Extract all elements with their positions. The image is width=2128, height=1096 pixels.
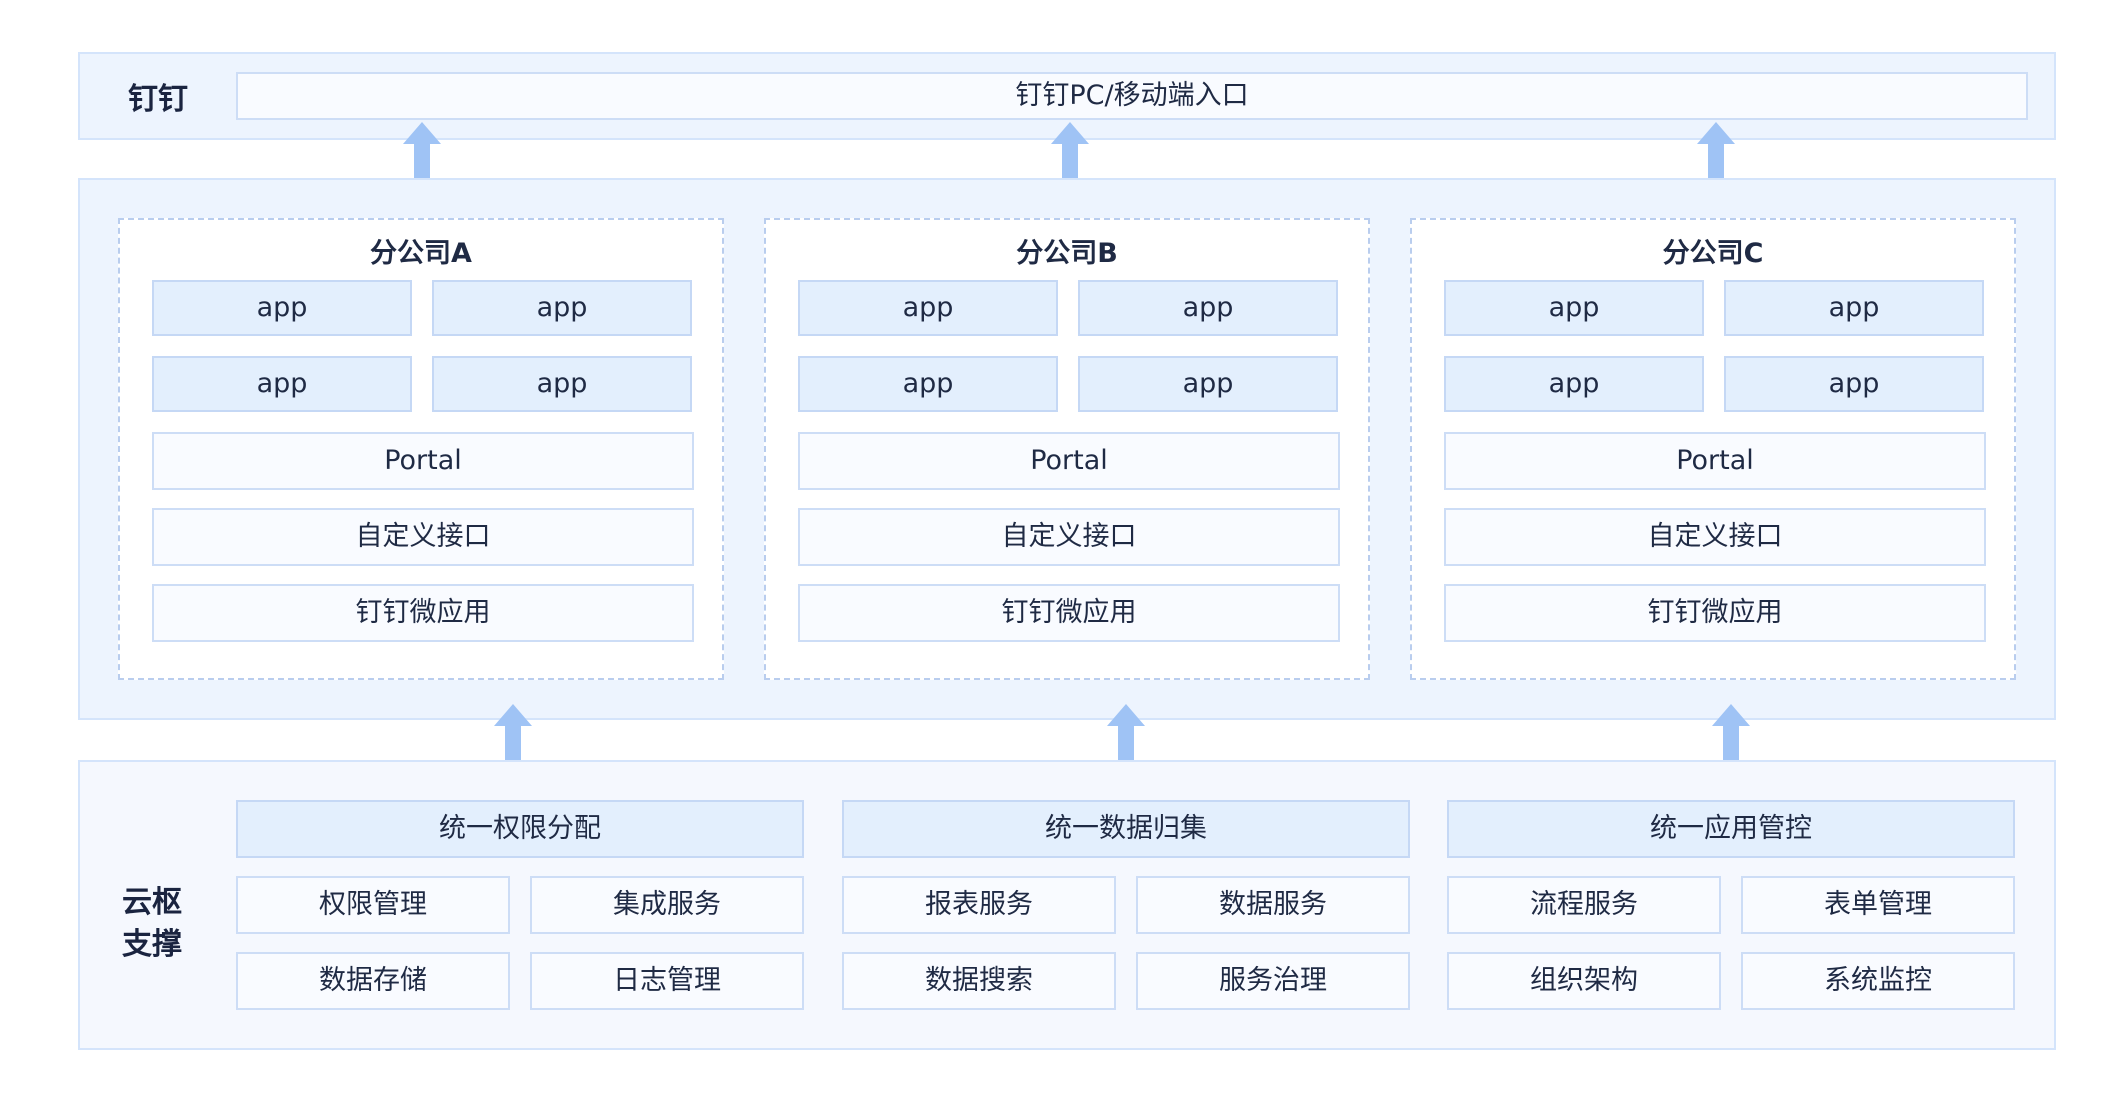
service-item: 服务治理 <box>1136 952 1410 1010</box>
dingtalk-entry-box: 钉钉PC/移动端入口 <box>236 72 2028 120</box>
micro-app-box: 钉钉微应用 <box>1444 584 1986 642</box>
micro-app-box: 钉钉微应用 <box>152 584 694 642</box>
app-box: app <box>1724 280 1984 336</box>
custom-api-box: 自定义接口 <box>1444 508 1986 566</box>
portal-box: Portal <box>152 432 694 490</box>
service-item: 数据存储 <box>236 952 510 1010</box>
service-group-title: 统一应用管控 <box>1447 800 2015 858</box>
service-item: 数据搜索 <box>842 952 1116 1010</box>
custom-api-box: 自定义接口 <box>798 508 1340 566</box>
app-box: app <box>1078 356 1338 412</box>
service-item: 系统监控 <box>1741 952 2015 1010</box>
service-item: 流程服务 <box>1447 876 1721 934</box>
branch-panel-a: 分公司A app app app app Portal 自定义接口 钉钉微应用 <box>118 218 724 680</box>
support-label-line: 云枢 <box>122 885 182 920</box>
branch-title: 分公司B <box>1016 238 1118 269</box>
app-box: app <box>432 280 692 336</box>
service-item: 数据服务 <box>1136 876 1410 934</box>
service-group-title: 统一权限分配 <box>236 800 804 858</box>
branch-title: 分公司A <box>370 238 472 269</box>
app-box: app <box>1444 356 1704 412</box>
app-box: app <box>798 280 1058 336</box>
support-label-line: 支撑 <box>122 927 182 962</box>
app-box: app <box>1078 280 1338 336</box>
service-group-permission: 统一权限分配 权限管理 集成服务 数据存储 日志管理 <box>236 800 804 1012</box>
support-label: 云枢 支撑 <box>122 882 202 966</box>
service-item: 报表服务 <box>842 876 1116 934</box>
dingtalk-label: 钉钉 <box>128 82 188 117</box>
app-box: app <box>1444 280 1704 336</box>
service-group-app-control: 统一应用管控 流程服务 表单管理 组织架构 系统监控 <box>1447 800 2015 1012</box>
app-box: app <box>1724 356 1984 412</box>
portal-box: Portal <box>798 432 1340 490</box>
app-box: app <box>432 356 692 412</box>
branch-title: 分公司C <box>1662 238 1764 269</box>
app-box: app <box>152 280 412 336</box>
branch-panel-b: 分公司B app app app app Portal 自定义接口 钉钉微应用 <box>764 218 1370 680</box>
app-box: app <box>152 356 412 412</box>
service-item: 日志管理 <box>530 952 804 1010</box>
custom-api-box: 自定义接口 <box>152 508 694 566</box>
service-group-data: 统一数据归集 报表服务 数据服务 数据搜索 服务治理 <box>842 800 1410 1012</box>
service-item: 权限管理 <box>236 876 510 934</box>
service-item: 组织架构 <box>1447 952 1721 1010</box>
service-group-title: 统一数据归集 <box>842 800 1410 858</box>
service-item: 集成服务 <box>530 876 804 934</box>
micro-app-box: 钉钉微应用 <box>798 584 1340 642</box>
portal-box: Portal <box>1444 432 1986 490</box>
app-box: app <box>798 356 1058 412</box>
service-item: 表单管理 <box>1741 876 2015 934</box>
branch-panel-c: 分公司C app app app app Portal 自定义接口 钉钉微应用 <box>1410 218 2016 680</box>
